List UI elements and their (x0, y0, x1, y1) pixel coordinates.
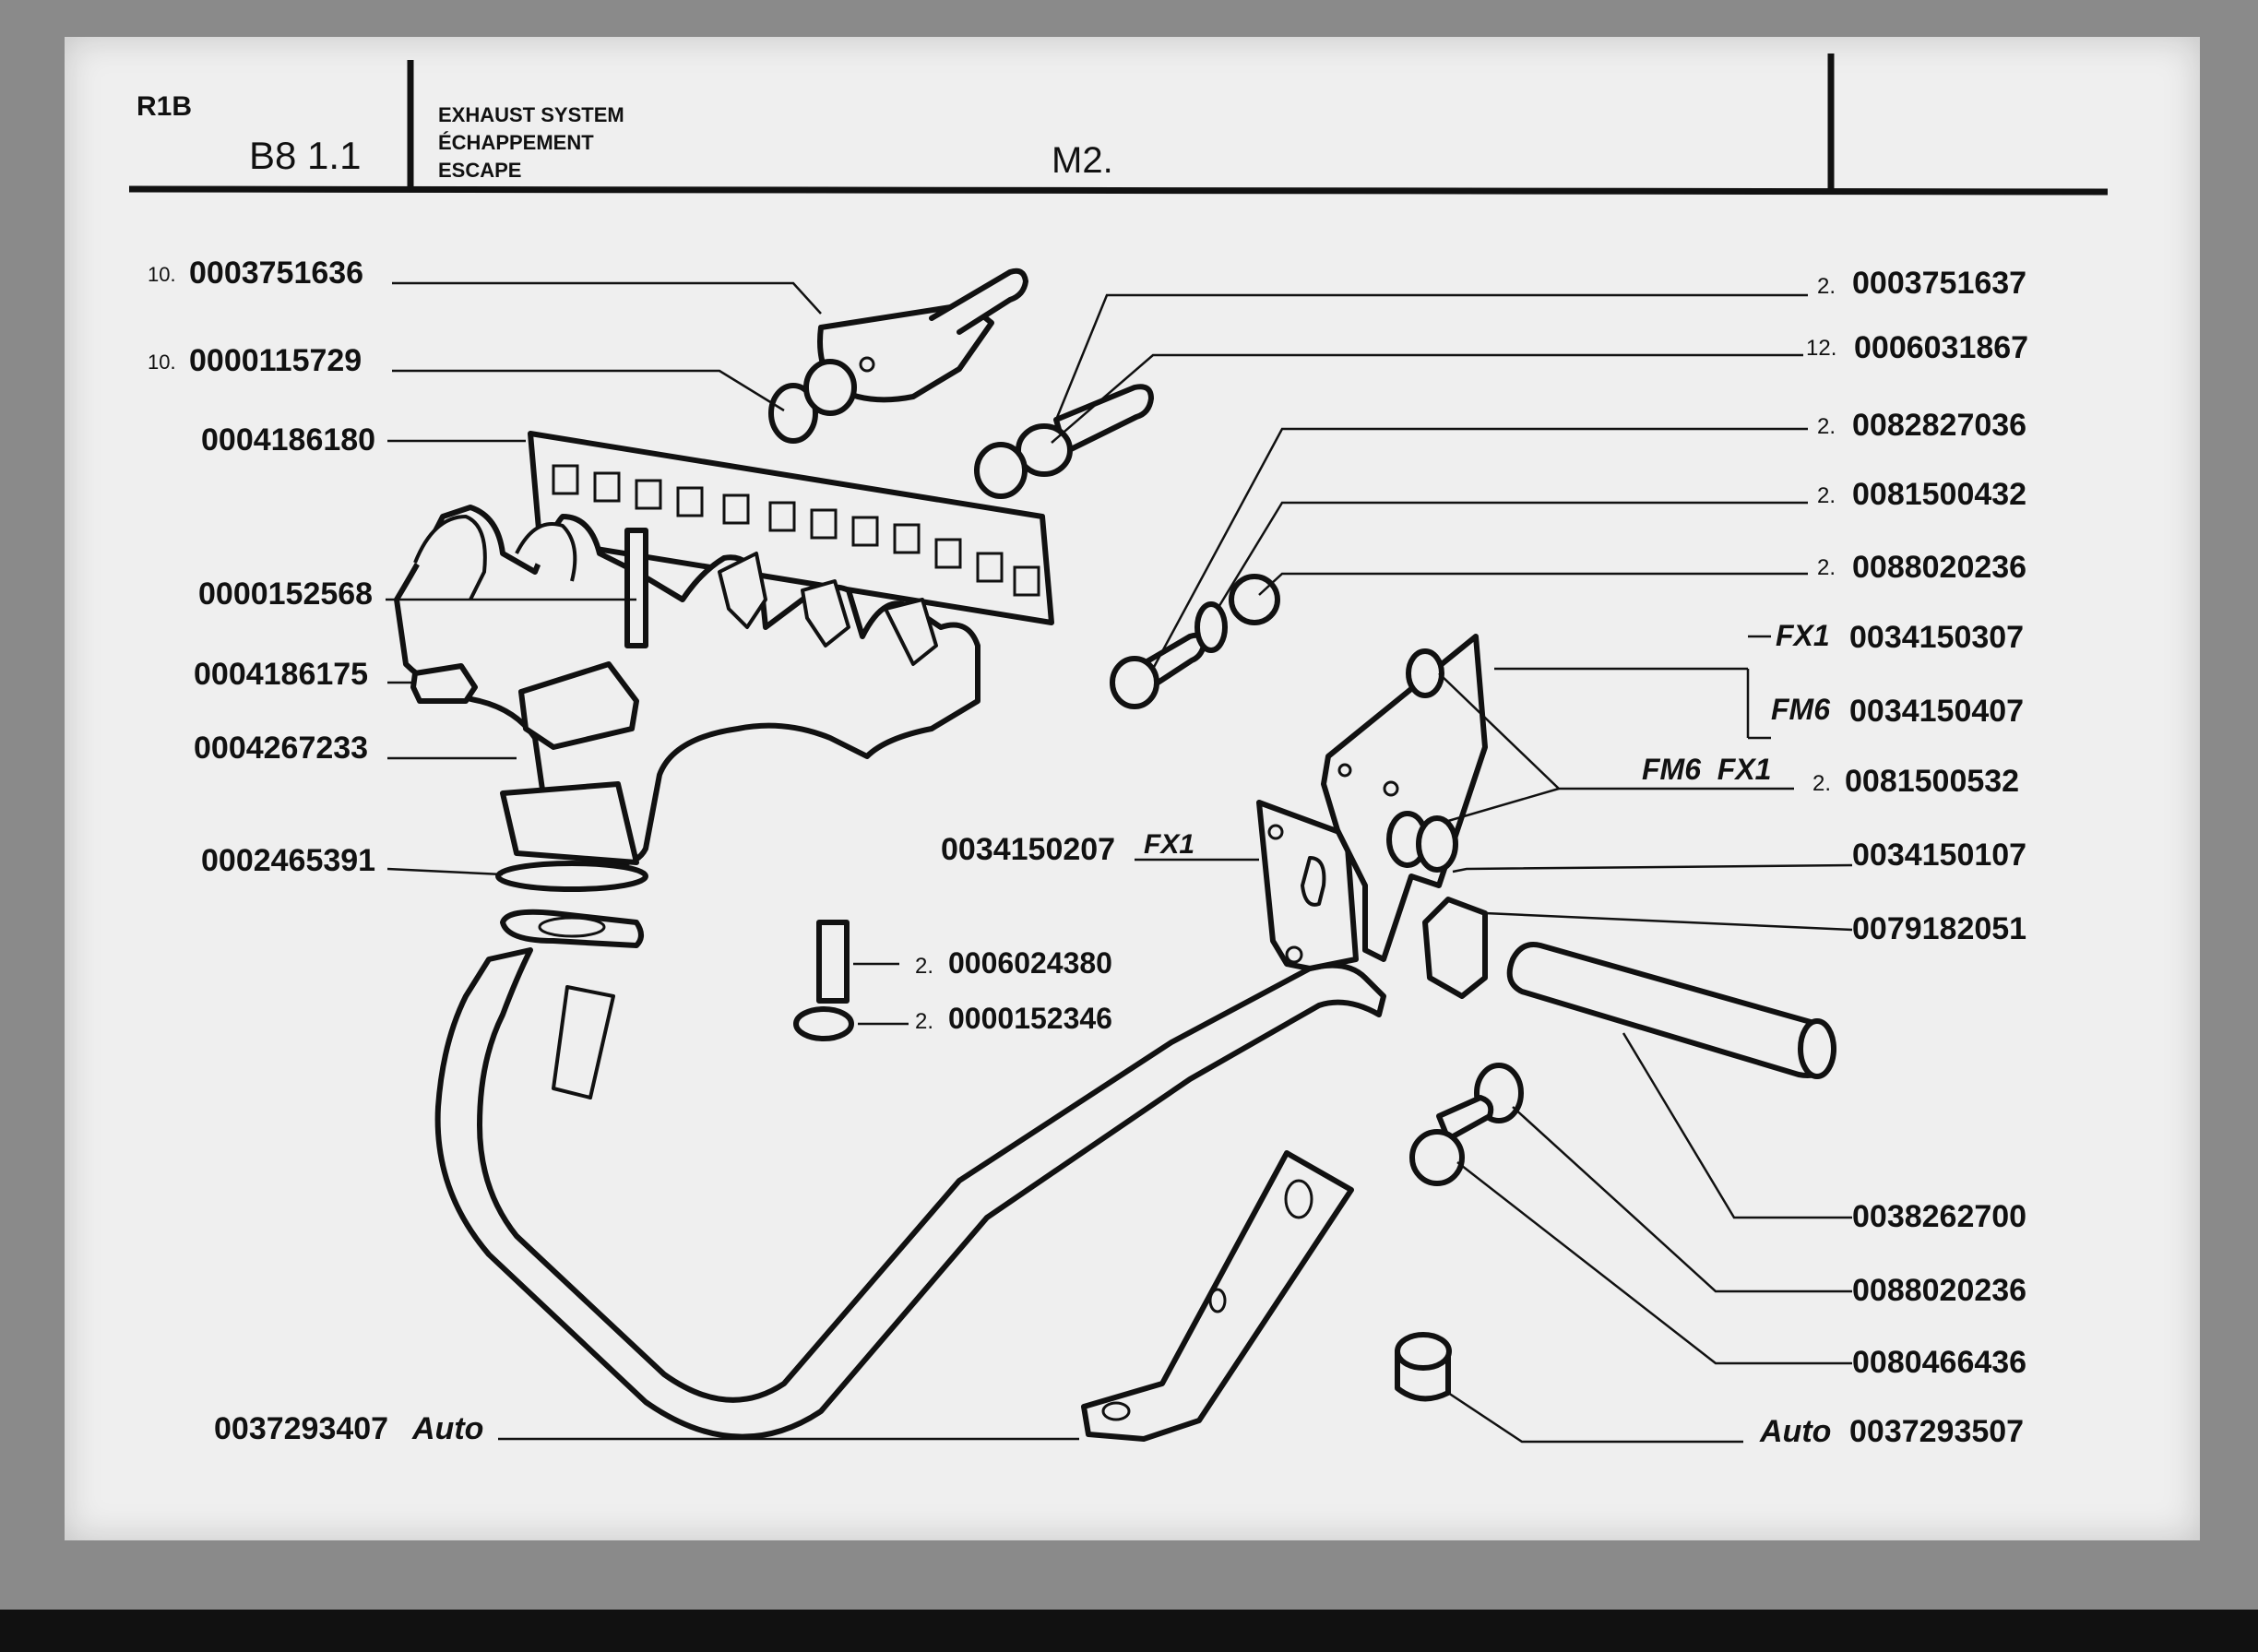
label-0000115729: 0000115729 (189, 343, 362, 378)
tag-0034150407: FM6 (1771, 693, 1830, 726)
model-code: R1B (137, 91, 192, 122)
tag-0037293407: Auto (411, 1411, 483, 1446)
tag-0034150207: FX1 (1144, 829, 1194, 860)
label-0004186180: 0004186180 (201, 422, 375, 458)
support-strap (1081, 1150, 1354, 1442)
downpipe-gasket (495, 861, 648, 892)
label-0037293407: 0037293407 (214, 1411, 388, 1446)
scanner-edge (0, 1610, 2258, 1652)
title-spanish: ESCAPE (438, 159, 521, 182)
header-rule (128, 185, 2109, 196)
callouts-right: 2. 0003751637 12. 0006031867 2. 00828270… (1642, 266, 2028, 1449)
label-0080466436: 0080466436 (1852, 1345, 2026, 1380)
heat-block (410, 663, 478, 704)
label-0002465391: 0002465391 (201, 843, 375, 878)
label-0000152346: 0000152346 (948, 1002, 1112, 1035)
exhaust-manifold (394, 505, 980, 866)
label-0081500532: 0081500532 (1845, 764, 2019, 799)
label-0082827036: 0082827036 (1852, 408, 2026, 443)
rubber-bush (1395, 1332, 1452, 1402)
front-downpipe (434, 909, 1386, 1440)
label-0081500432: 0081500432 (1852, 477, 2026, 512)
lower-bolt-nut (1409, 1063, 1524, 1186)
group-code: M2. (1052, 140, 1113, 181)
callouts-left: 10. 0003751636 10. 0000115729 0004186180… (148, 256, 1194, 1446)
manifold-fitting (518, 661, 639, 750)
qty-0006031867: 12. (1806, 336, 1836, 361)
qty-0082827036: 2. (1817, 414, 1836, 439)
qty-0081500532: 2. (1812, 771, 1831, 796)
tag-0081500532: FM6 FX1 (1642, 753, 1771, 786)
label-0006024380: 0006024380 (948, 946, 1112, 980)
label-0088020236-a: 0088020236 (1852, 550, 2026, 585)
label-0088020236-b: 0088020236 (1852, 1273, 2026, 1308)
qty-0006024380: 2. (915, 954, 933, 979)
manifold-gasket (528, 431, 1054, 625)
leader-lines (386, 281, 1853, 1444)
catalog-sheet (65, 37, 2200, 1540)
label-0003751637: 0003751637 (1852, 266, 2026, 301)
label-0034150307: 0034150307 (1849, 620, 2024, 655)
title-french: ÉCHAPPEMENT (438, 131, 594, 154)
label-0079182051: 0079182051 (1852, 911, 2026, 946)
tag-0037293507: Auto (1759, 1414, 1831, 1449)
pipe-clamp (1422, 897, 1488, 999)
manifold-nuts (768, 359, 857, 444)
label-0000152568: 0000152568 (198, 576, 373, 612)
label-0003751636: 0003751636 (189, 256, 363, 291)
qty-0081500432: 2. (1817, 483, 1836, 508)
qty-0000152346: 2. (915, 1009, 933, 1034)
qty-0000115729: 10. (148, 351, 176, 374)
intermediate-pipe (1506, 942, 1836, 1079)
label-0034150207: 0034150207 (941, 832, 1115, 867)
sheet-header: R1B B8 1.1 EXHAUST SYSTEM ÉCHAPPEMENT ES… (128, 53, 2109, 196)
gearbox-bracket (1321, 634, 1488, 962)
label-0034150407: 0034150407 (1849, 694, 2024, 729)
qty-0003751636: 10. (148, 263, 176, 286)
stud-with-nut (974, 384, 1154, 499)
manifold-stud (624, 528, 648, 648)
title-english: EXHAUST SYSTEM (438, 103, 624, 126)
tag-0034150307: FX1 (1776, 619, 1830, 652)
qty-0088020236-a: 2. (1817, 555, 1836, 580)
label-0006031867: 0006031867 (1854, 330, 2028, 365)
label-0038262700: 0038262700 (1852, 1199, 2026, 1234)
label-0034150107: 0034150107 (1852, 838, 2026, 873)
flange-stud-nut (793, 920, 854, 1041)
section-code: B8 1.1 (249, 134, 361, 177)
label-0037293507: 0037293507 (1849, 1414, 2024, 1449)
part-drawings (394, 267, 1836, 1442)
bracket-bolt-set (1110, 574, 1280, 709)
qty-0003751637: 2. (1817, 274, 1836, 299)
label-0004186175: 0004186175 (194, 657, 368, 692)
label-0004267233: 0004267233 (194, 731, 368, 766)
